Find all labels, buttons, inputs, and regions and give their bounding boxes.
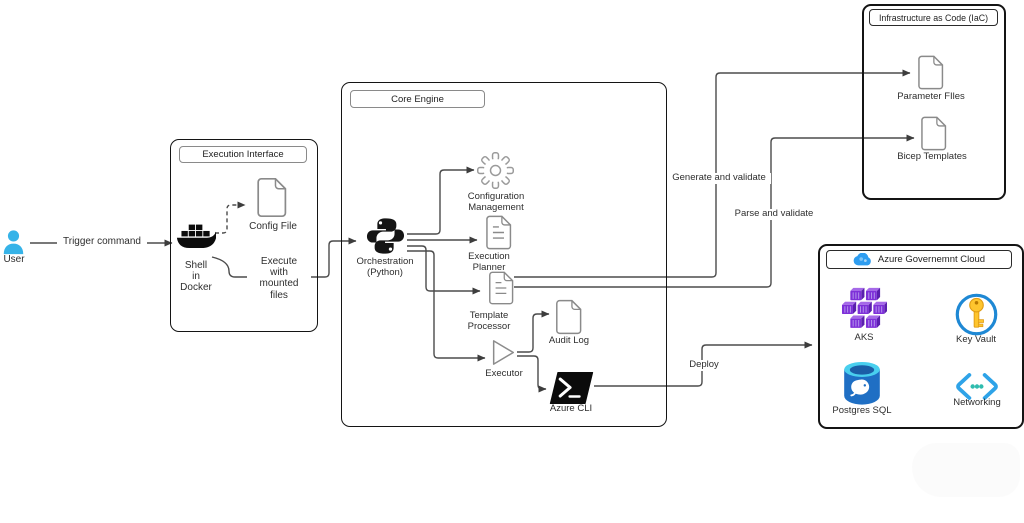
execution-interface-title: Execution Interface (179, 146, 307, 163)
iac-box (862, 4, 1006, 200)
core-engine-title: Core Engine (350, 90, 485, 108)
trigger-command-label: Trigger command (57, 236, 147, 248)
azure-cloud-title-text: Azure Governemnt Cloud (877, 254, 986, 265)
networking-label: Networking (953, 397, 1001, 408)
key-vault-icon (955, 293, 998, 336)
execution-planner-icon (484, 215, 512, 250)
bicep-templates-label: Bicep Templates (897, 151, 967, 162)
bicep-templates-icon (919, 116, 947, 151)
executor-label: Executor (485, 368, 523, 379)
azure-cloud-icon (853, 253, 871, 266)
deploy-label: Deploy (672, 359, 736, 371)
audit-log-label: Audit Log (548, 335, 590, 346)
execution-interface-box (170, 139, 318, 332)
aks-icon (841, 287, 887, 329)
audit-log-icon (554, 299, 582, 335)
azure-cli-icon (549, 372, 594, 404)
azure-cli-label: Azure CLI (549, 403, 593, 414)
postgres-icon (844, 361, 880, 405)
configuration-gear-icon (477, 152, 514, 189)
execute-mounted-label: Execute with mounted files (247, 256, 311, 301)
core-engine-box (341, 82, 667, 427)
executor-play-icon (492, 340, 515, 365)
config-file-icon (255, 177, 287, 218)
core-engine-title-text: Core Engine (391, 93, 444, 105)
watermark-blob (912, 443, 1020, 497)
iac-title-text: Infrastructure as Code (IaC) (878, 12, 989, 23)
template-processor-label: Template Processor (467, 310, 511, 332)
user-label: User (3, 254, 25, 265)
parameter-files-label: Parameter FIles (897, 91, 965, 102)
execution-planner-label: Execution Planner (468, 251, 510, 273)
postgres-label: Postgres SQL (832, 405, 892, 416)
template-processor-icon (487, 271, 514, 305)
azure-cloud-title: Azure Governemnt Cloud (826, 250, 1012, 269)
iac-title: Infrastructure as Code (IaC) (869, 9, 998, 26)
user-icon (3, 230, 24, 255)
docker-icon (176, 224, 216, 249)
configuration-management-label: Configuration Management (467, 191, 525, 213)
parameter-files-icon (916, 55, 944, 90)
orchestration-label: Orchestration (Python) (356, 256, 414, 278)
azure-cloud-box (818, 244, 1024, 429)
python-icon (366, 218, 405, 254)
aks-label: AKS (854, 332, 874, 343)
generate-validate-label: Generate and validate (667, 172, 771, 184)
parse-validate-label: Parse and validate (722, 208, 826, 220)
key-vault-label: Key Vault (956, 334, 996, 345)
config-file-label: Config File (249, 221, 297, 232)
shell-in-docker-label: Shell in Docker (180, 260, 212, 294)
execution-interface-title-text: Execution Interface (202, 149, 284, 160)
networking-icon (956, 373, 998, 400)
